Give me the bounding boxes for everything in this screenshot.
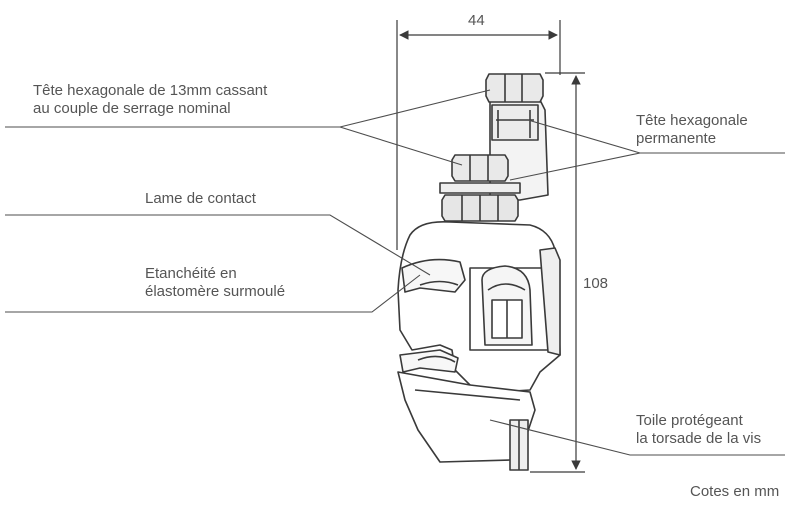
- units-note: Cotes en mm: [690, 483, 780, 500]
- callout-cap-line2: la torsade de la vis: [636, 430, 762, 447]
- leader-lines: [5, 89, 785, 456]
- leader-cap: [489, 419, 785, 456]
- callout-permanent-head-line2: permanente: [636, 130, 717, 147]
- callout-permanent-head-line1: Tête hexagonale: [636, 112, 748, 129]
- callout-breakaway-head-line2: au couple de serrage nominal: [33, 100, 231, 117]
- height-dimension-value: 108: [583, 275, 609, 292]
- leader-contact-blade: [5, 214, 431, 276]
- callout-seal-line1: Etanchéité en: [145, 265, 237, 282]
- width-dimension: [396, 20, 561, 250]
- callout-cap-line1: Toile protégeant: [636, 412, 743, 429]
- connector-drawing: [397, 73, 561, 471]
- callout-contact-blade: Lame de contact: [145, 190, 256, 207]
- width-dimension-value: 44: [468, 12, 485, 29]
- leader-seal: [5, 274, 421, 313]
- callout-breakaway-head-line1: Tête hexagonale de 13mm cassant: [33, 82, 268, 99]
- callout-seal-line2: élastomère surmoulé: [145, 283, 286, 300]
- leader-permanent-head: [509, 152, 785, 181]
- height-dimension: [530, 72, 585, 473]
